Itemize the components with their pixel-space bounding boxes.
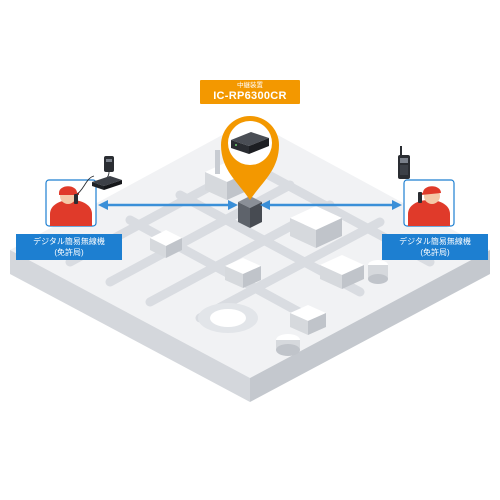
left-station-label-line1: デジタル簡易無線機 [33,237,105,246]
mobile-radio-icon [92,156,122,190]
right-station-label-line1: デジタル簡易無線機 [399,237,471,246]
link-arrow-left [98,200,238,210]
handheld-radio-icon [398,146,410,179]
right-station-label: デジタル簡易無線機 (免許局) [382,234,488,260]
repeater-location-pin [221,116,279,200]
plaza [198,303,258,333]
left-station-label-line2: (免許局) [54,248,84,257]
right-station-label-line2: (免許局) [420,248,450,257]
tank-cluster [368,260,388,284]
left-operator-panel [45,175,97,227]
factory-right [290,206,342,248]
left-station-label: デジタル簡易無線機 (免許局) [16,234,122,260]
right-operator-panel [403,179,455,227]
houses-left [150,230,182,258]
warehouse-right [320,255,364,289]
repeater-callout: 中継装置 IC-RP6300CR [200,80,300,104]
factory-bottom [290,305,326,335]
repeater-model: IC-RP6300CR [213,90,287,102]
link-arrow-right [260,200,402,210]
tank-bottom [276,334,300,356]
repeater-device-icon [231,132,269,154]
repeater-caption: 中継装置 [237,82,263,89]
repeater-building [238,196,262,228]
city-buildings [150,150,388,356]
houses-mid [225,258,261,288]
